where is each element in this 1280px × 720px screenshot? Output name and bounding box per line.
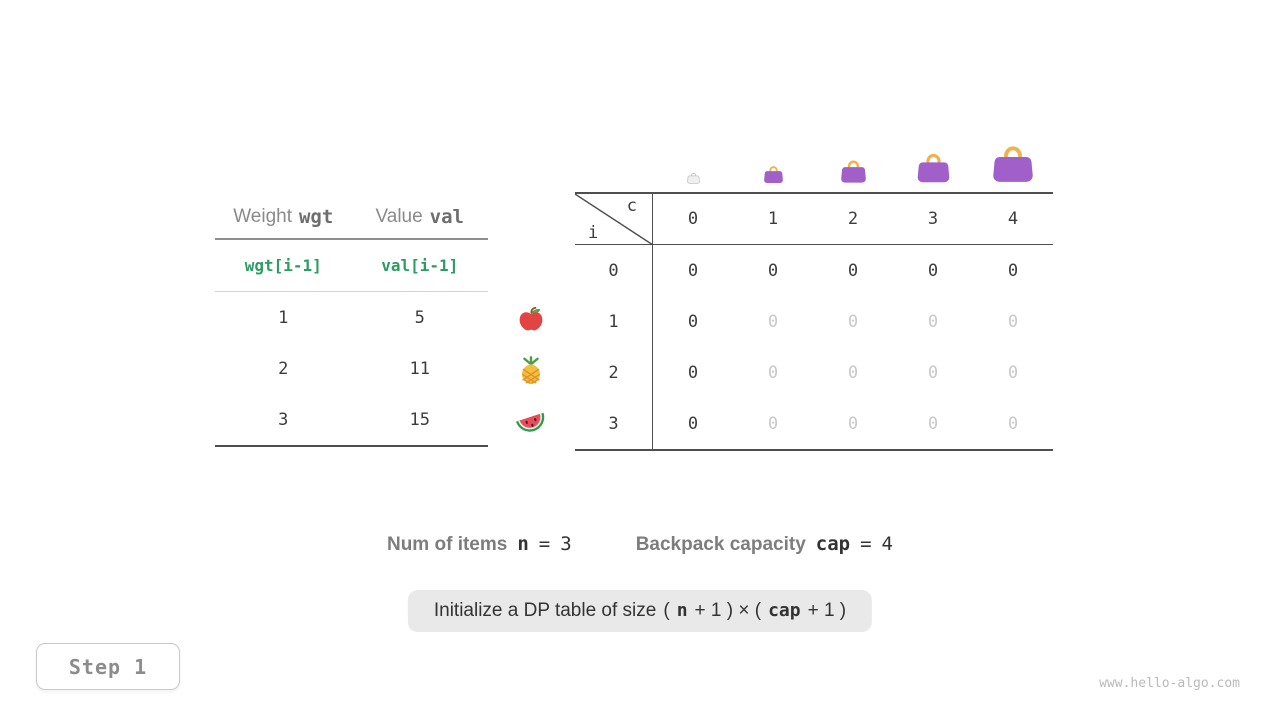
value-label: Value <box>375 206 423 227</box>
legend: Num of items n = 3 Backpack capacity cap… <box>0 533 1280 556</box>
capacity-label: Backpack capacity <box>635 534 806 555</box>
dp-cell-i3-c1: 0 <box>767 413 779 434</box>
num-items-legend: Num of items n = 3 <box>387 533 572 556</box>
dp-cell-i2-c2: 0 <box>847 362 859 383</box>
items-table-header-row: Weight wgt Value val <box>215 196 488 240</box>
num-items-equals: = <box>538 533 551 555</box>
dp-cell-i1-c0: 0 <box>687 311 699 332</box>
dp-col-header-3: 3 <box>893 194 973 245</box>
dp-cell-i0-c0: 0 <box>687 260 699 281</box>
dp-col-header-1: 1 <box>733 194 813 245</box>
weight-label: Weight <box>233 206 292 227</box>
dp-cell-i1-c4: 0 <box>1007 311 1019 332</box>
dp-corner-col-symbol: c <box>626 196 637 216</box>
dp-row-header-1: 1 <box>575 296 653 347</box>
bag-icon-capacity-2 <box>813 124 893 184</box>
dp-row-header-3: 3 <box>575 398 653 449</box>
items-table: Weight wgt Value val wgt[i-1] val[i-1] 1… <box>215 196 488 447</box>
num-items-variable: n <box>517 533 529 555</box>
apple-icon <box>514 293 548 344</box>
caption-end: + 1 ) <box>807 600 847 621</box>
wgt-code-label: wgt <box>298 206 334 228</box>
num-items-value: 3 <box>560 533 572 555</box>
dp-cell-i1-c3: 0 <box>927 311 939 332</box>
dp-row-header-2: 2 <box>575 347 653 398</box>
item-3-weight: 3 <box>278 409 289 430</box>
dp-cell-i2-c0: 0 <box>687 362 699 383</box>
items-table-row-3: 3 15 <box>215 394 488 445</box>
caption-cap-variable: cap <box>768 600 801 621</box>
dp-cell-i0-c2: 0 <box>847 260 859 281</box>
value-header-cell: Value val <box>352 196 489 238</box>
dp-cell-i3-c0: 0 <box>687 413 699 434</box>
item-3-value: 15 <box>409 409 430 430</box>
item-1-weight: 1 <box>278 307 289 328</box>
items-table-row-2: 2 11 <box>215 343 488 394</box>
dp-cell-i1-c1: 0 <box>767 311 779 332</box>
caption-open-paren: ( <box>663 600 670 621</box>
step-label: Step 1 <box>68 654 148 679</box>
val-code-label: val <box>429 206 464 228</box>
dp-col-header-0: 0 <box>653 194 733 245</box>
dp-col-header-2: 2 <box>813 194 893 245</box>
fruit-column <box>514 293 548 446</box>
dp-corner-row-symbol: i <box>588 223 599 243</box>
item-2-weight: 2 <box>278 358 289 379</box>
dp-cell-i3-c3: 0 <box>927 413 939 434</box>
dp-row-header-0: 0 <box>575 245 653 296</box>
watermelon-icon <box>514 395 548 446</box>
caption-pill: Initialize a DP table of size ( n + 1 ) … <box>407 590 873 632</box>
items-table-code-row: wgt[i-1] val[i-1] <box>215 240 488 292</box>
num-items-label: Num of items <box>386 534 508 555</box>
pineapple-icon <box>514 344 548 395</box>
capacity-variable: cap <box>815 533 851 555</box>
watermark: www.hello-algo.com <box>1099 676 1240 691</box>
weight-header-cell: Weight wgt <box>215 196 352 238</box>
dp-cell-i0-c3: 0 <box>927 260 939 281</box>
capacity-value: 4 <box>881 533 893 555</box>
wgt-index-expression: wgt[i-1] <box>244 256 322 275</box>
capacity-legend: Backpack capacity cap = 4 <box>636 533 893 556</box>
bag-icon-capacity-1 <box>733 124 813 184</box>
caption-text: Initialize a DP table of size <box>433 600 657 621</box>
dp-cell-i0-c4: 0 <box>1007 260 1019 281</box>
capacity-equals: = <box>860 533 872 555</box>
dp-cell-i2-c4: 0 <box>1007 362 1019 383</box>
item-2-value: 11 <box>409 358 430 379</box>
bag-icon-capacity-3 <box>893 124 973 184</box>
dp-col-header-4: 4 <box>973 194 1053 245</box>
val-index-expression: val[i-1] <box>381 256 459 275</box>
step-button[interactable]: Step 1 <box>36 643 180 690</box>
dp-cell-i1-c2: 0 <box>847 311 859 332</box>
item-1-value: 5 <box>414 307 425 328</box>
dp-cell-i2-c1: 0 <box>767 362 779 383</box>
dp-cell-i2-c3: 0 <box>927 362 939 383</box>
dp-cell-i3-c4: 0 <box>1007 413 1019 434</box>
bag-icon-capacity-0 <box>653 124 733 184</box>
dp-cell-i0-c1: 0 <box>767 260 779 281</box>
bag-row <box>653 124 1053 184</box>
caption-n-variable: n <box>676 600 688 621</box>
caption-middle: + 1 ) × ( <box>694 600 762 621</box>
dp-cell-i3-c2: 0 <box>847 413 859 434</box>
bag-icon-capacity-4 <box>973 124 1053 184</box>
